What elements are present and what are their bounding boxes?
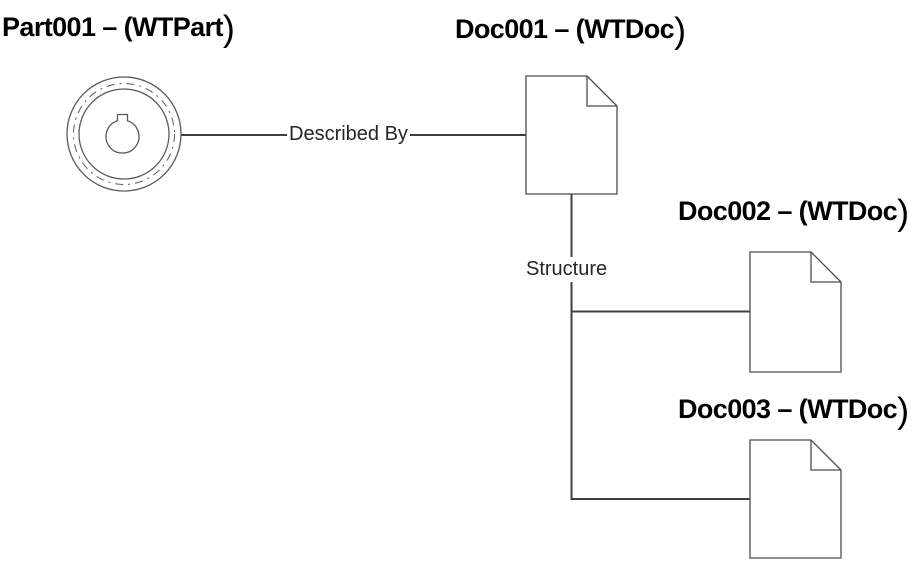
document-outline <box>525 75 618 195</box>
document-folded-corner <box>810 252 841 283</box>
doc003-document-icon <box>749 439 842 559</box>
label-closing-paren: ) <box>674 9 686 51</box>
document-outline <box>749 251 842 373</box>
label-closing-paren: ) <box>897 191 909 233</box>
part001-label: Part001 – (WTPart) <box>2 7 235 49</box>
part-pitch-circle <box>73 83 175 185</box>
connector-lines <box>181 134 751 500</box>
structure-relationship-label: Structure <box>524 257 610 282</box>
doc002-document-icon <box>749 251 842 373</box>
described-by-relationship-label: Described By <box>287 122 410 147</box>
part-keyway-hole <box>105 113 140 154</box>
part-inner-circle <box>78 88 170 180</box>
machined-part-icon <box>66 76 182 192</box>
doc003-label: Doc003 – (WTDoc) <box>678 389 909 431</box>
doc001-label: Doc001 – (WTDoc) <box>455 9 686 51</box>
document-folded-corner <box>810 440 841 471</box>
document-folded-corner <box>586 76 617 107</box>
label-closing-paren: ) <box>897 389 909 431</box>
doc001-document-icon <box>525 75 618 195</box>
document-outline <box>749 439 842 559</box>
label-closing-paren: ) <box>222 7 235 49</box>
doc002-label: Doc002 – (WTDoc) <box>678 191 909 233</box>
